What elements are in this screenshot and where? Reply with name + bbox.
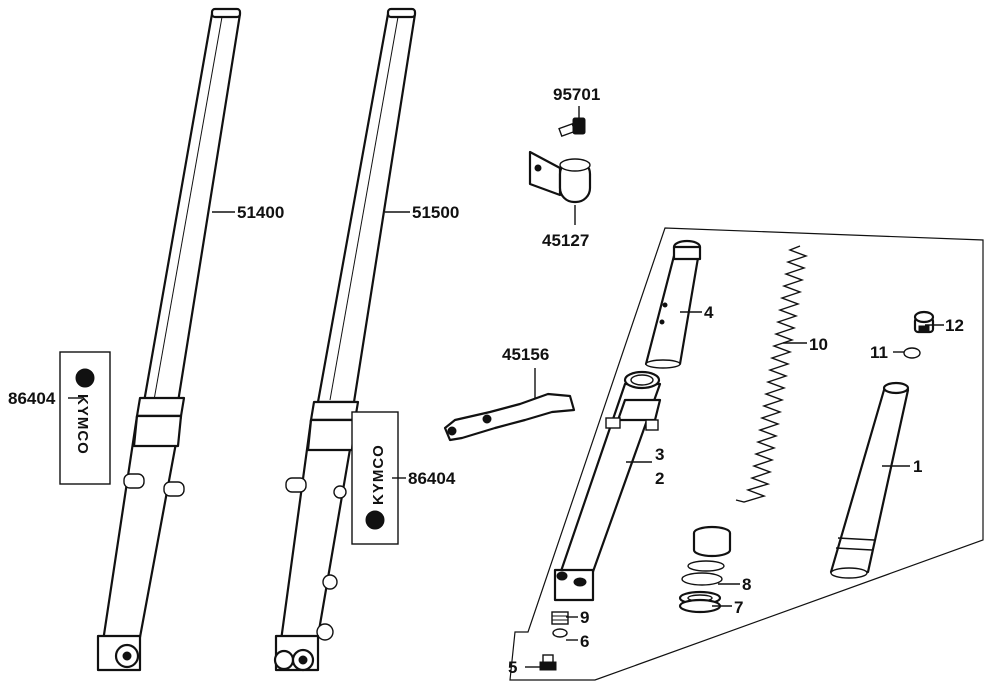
bracket-45156[interactable] (443, 392, 576, 442)
sticker-left[interactable]: KYMCO (59, 351, 111, 485)
label-3: 3 (655, 445, 664, 464)
label-10: 10 (809, 335, 828, 354)
fork-assembly-right[interactable] (273, 7, 417, 672)
label-8: 8 (742, 575, 751, 594)
part-6-washer[interactable] (552, 628, 568, 638)
fork-assembly-left[interactable] (96, 7, 242, 672)
part-12-plug[interactable] (913, 310, 935, 334)
bolt-95701[interactable] (558, 117, 586, 138)
label-51400: 51400 (237, 203, 284, 222)
label-45156: 45156 (502, 345, 549, 364)
sticker-right-brand: KYMCO (370, 444, 387, 505)
part-2-3-bottom-case[interactable] (553, 370, 662, 602)
label-11: 11 (870, 343, 888, 362)
label-5: 5 (508, 658, 517, 677)
label-86404-left: 86404 (8, 389, 56, 408)
sticker-left-brand: KYMCO (74, 394, 91, 455)
label-4: 4 (704, 303, 714, 322)
label-86404-right: 86404 (408, 469, 456, 488)
part-11-oring[interactable] (903, 347, 921, 359)
part-1-inner-tube[interactable] (829, 381, 910, 579)
leader-lines (68, 106, 944, 668)
sticker-right[interactable]: KYMCO (351, 411, 399, 545)
label-45127: 45127 (542, 231, 589, 250)
part-8-oil-seal[interactable] (681, 525, 732, 586)
part-10-spring[interactable] (735, 245, 809, 503)
label-95701: 95701 (553, 85, 600, 104)
label-6: 6 (580, 632, 589, 651)
label-9: 9 (580, 608, 589, 627)
part-4-damper-tube[interactable] (644, 239, 702, 369)
label-12: 12 (945, 316, 964, 335)
label-51500: 51500 (412, 203, 459, 222)
exploded-view-boundary (509, 227, 984, 681)
part-5-bolt[interactable] (539, 654, 557, 671)
clamp-45127[interactable] (528, 150, 592, 204)
part-9-piece[interactable] (551, 611, 569, 625)
label-2: 2 (655, 469, 664, 488)
part-7-seal[interactable] (678, 590, 722, 614)
label-7: 7 (734, 598, 743, 617)
label-1: 1 (913, 457, 922, 476)
